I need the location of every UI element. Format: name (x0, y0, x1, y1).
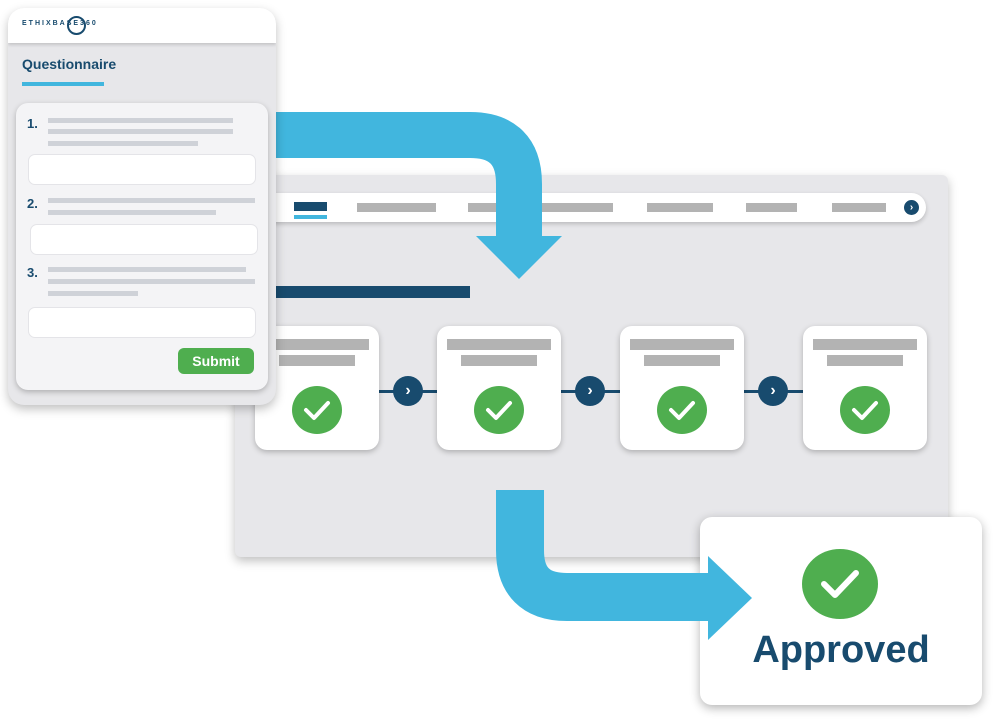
workflow-step[interactable] (437, 326, 561, 450)
check-icon (292, 386, 342, 434)
approved-label: Approved (752, 629, 930, 671)
answer-input-1[interactable] (28, 154, 256, 185)
question-number: 1. (27, 116, 38, 131)
tab-active-underline (294, 215, 327, 219)
questionnaire-header: ETHIXBASE360 (8, 8, 276, 43)
check-icon (802, 549, 878, 619)
next-step-icon: › (393, 376, 423, 406)
next-step-icon: › (575, 376, 605, 406)
check-icon (657, 386, 707, 434)
check-icon (840, 386, 890, 434)
arrow-to-workflow (220, 112, 542, 240)
question-card: 1. 2. 3. Submit (16, 103, 268, 390)
tab[interactable] (832, 203, 886, 212)
question-number: 3. (27, 265, 38, 280)
tab-active[interactable] (294, 202, 327, 211)
next-step-icon: › (758, 376, 788, 406)
title-underline (22, 82, 104, 86)
approved-card: Approved (700, 517, 982, 705)
answer-input-3[interactable] (28, 307, 256, 338)
section-title-bar (272, 286, 470, 298)
logo-ring-icon (67, 16, 86, 35)
question-number: 2. (27, 196, 38, 211)
tab-bar: › (262, 193, 926, 222)
logo: ETHIXBASE360 (22, 20, 98, 27)
submit-button[interactable]: Submit (178, 348, 254, 374)
tab[interactable] (746, 203, 797, 212)
tab[interactable] (357, 203, 436, 212)
arrow-head (476, 236, 562, 279)
answer-input-2[interactable] (30, 224, 258, 255)
questionnaire-title: Questionnaire (22, 56, 117, 72)
tabs-next-button[interactable]: › (904, 200, 919, 215)
workflow-step[interactable] (803, 326, 927, 450)
check-icon (474, 386, 524, 434)
workflow-step[interactable] (620, 326, 744, 450)
tab[interactable] (647, 203, 713, 212)
